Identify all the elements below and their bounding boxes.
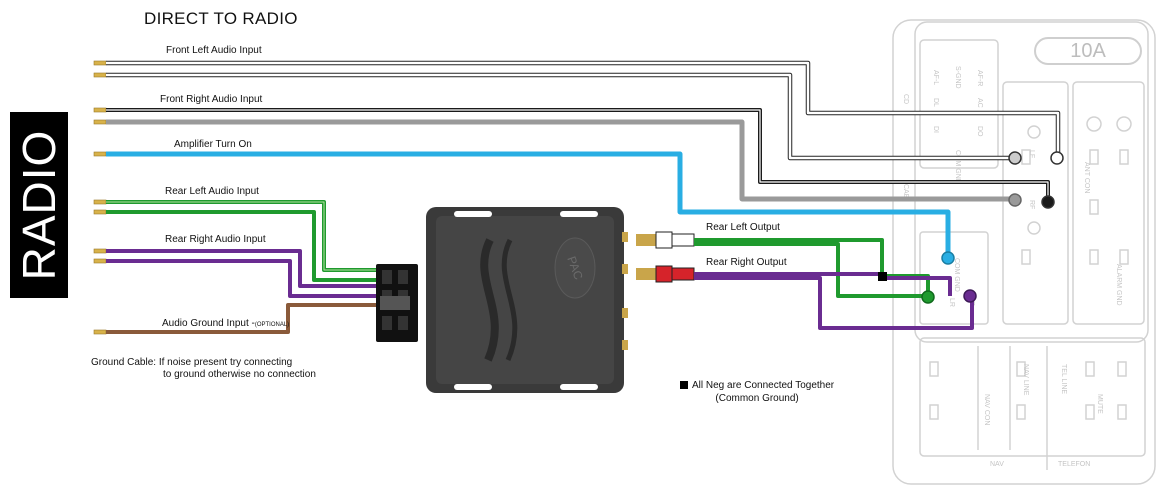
pac-device: PAC: [426, 207, 628, 393]
amp-turn-on-wire: [106, 151, 951, 258]
pin-ac: AC: [976, 98, 983, 108]
fuse-label: 10A: [1034, 37, 1142, 65]
pin-ant-con: ANT CON: [1083, 162, 1090, 193]
label-ground-input: Audio Ground Input -(OPTIONAL): [162, 318, 289, 329]
ground-note-line2: to ground otherwise no connection: [163, 369, 316, 380]
pin-cd: CD: [902, 94, 909, 104]
wire-end-pins: [93, 60, 107, 335]
pin-cab: CAB: [902, 184, 909, 199]
pin-lr: LR: [948, 298, 955, 307]
common-ground-line1: All Neg are Connected Together: [692, 380, 835, 391]
pin-rf: RF: [1028, 200, 1035, 209]
pin-lf: LF: [1028, 150, 1035, 158]
common-ground-line2: (Common Ground): [715, 393, 799, 404]
common-ground-note: All Neg are Connected Together (Common G…: [680, 379, 834, 405]
ground-input-wire: [106, 303, 378, 334]
label-ground-input-text: Audio Ground Input -: [162, 318, 255, 329]
pin-dl: DL: [932, 98, 939, 107]
harness-plug: [376, 264, 418, 342]
pin-nav-line: NAV LINE: [1022, 364, 1029, 396]
rca-right: [636, 265, 695, 283]
ground-note-line1: Ground Cable: If noise present try conne…: [91, 357, 293, 368]
ground-cable-note: Ground Cable: If noise present try conne…: [91, 357, 316, 381]
radio-side-tab: RADIO: [10, 112, 68, 298]
label-rear-left-output: Rear Left Output: [706, 222, 780, 233]
label-rear-right-output: Rear Right Output: [706, 257, 787, 268]
front-right-wires: [106, 108, 1050, 202]
front-left-wires: [106, 60, 1061, 161]
connection-points: [878, 151, 1064, 304]
diagram-title: DIRECT TO RADIO: [144, 9, 298, 28]
label-amp-turn-on: Amplifier Turn On: [174, 139, 252, 150]
radio-connector-outline: [892, 19, 1156, 485]
rear-left-input-wires: [106, 200, 378, 282]
rear-right-input-wires: [106, 249, 378, 298]
connector-pin-labels: AF-L S-GND AF-R DL AC DI DO CD COM GND C…: [902, 66, 1122, 468]
pin-do: DO: [976, 126, 983, 137]
pin-s-gnd: S-GND: [954, 66, 961, 89]
pin-di: DI: [932, 126, 939, 133]
label-front-right-input: Front Right Audio Input: [160, 94, 263, 105]
pin-com-gnd: COM GND: [954, 150, 961, 184]
pin-tel-line: TEL LINE: [1060, 364, 1067, 394]
pin-com-gnd-2: COM GND: [953, 258, 960, 292]
rca-left: [636, 231, 695, 249]
label-telefon: TELEFON: [1058, 461, 1090, 468]
pin-mute: MUTE: [1096, 394, 1103, 414]
label-nav: NAV: [990, 461, 1004, 468]
pin-af-r: AF-R: [976, 70, 983, 86]
label-rear-left-input: Rear Left Audio Input: [165, 186, 259, 197]
label-front-left-input: Front Left Audio Input: [166, 45, 262, 56]
black-square-icon: [680, 381, 688, 389]
pin-nav-con: NAV CON: [983, 394, 990, 425]
pin-alarm-gnd: ALARM GND: [1115, 264, 1122, 306]
label-rear-right-input: Rear Right Audio Input: [165, 234, 266, 245]
label-ground-optional: (OPTIONAL): [254, 322, 290, 328]
pin-afl: AF-L: [932, 70, 939, 85]
